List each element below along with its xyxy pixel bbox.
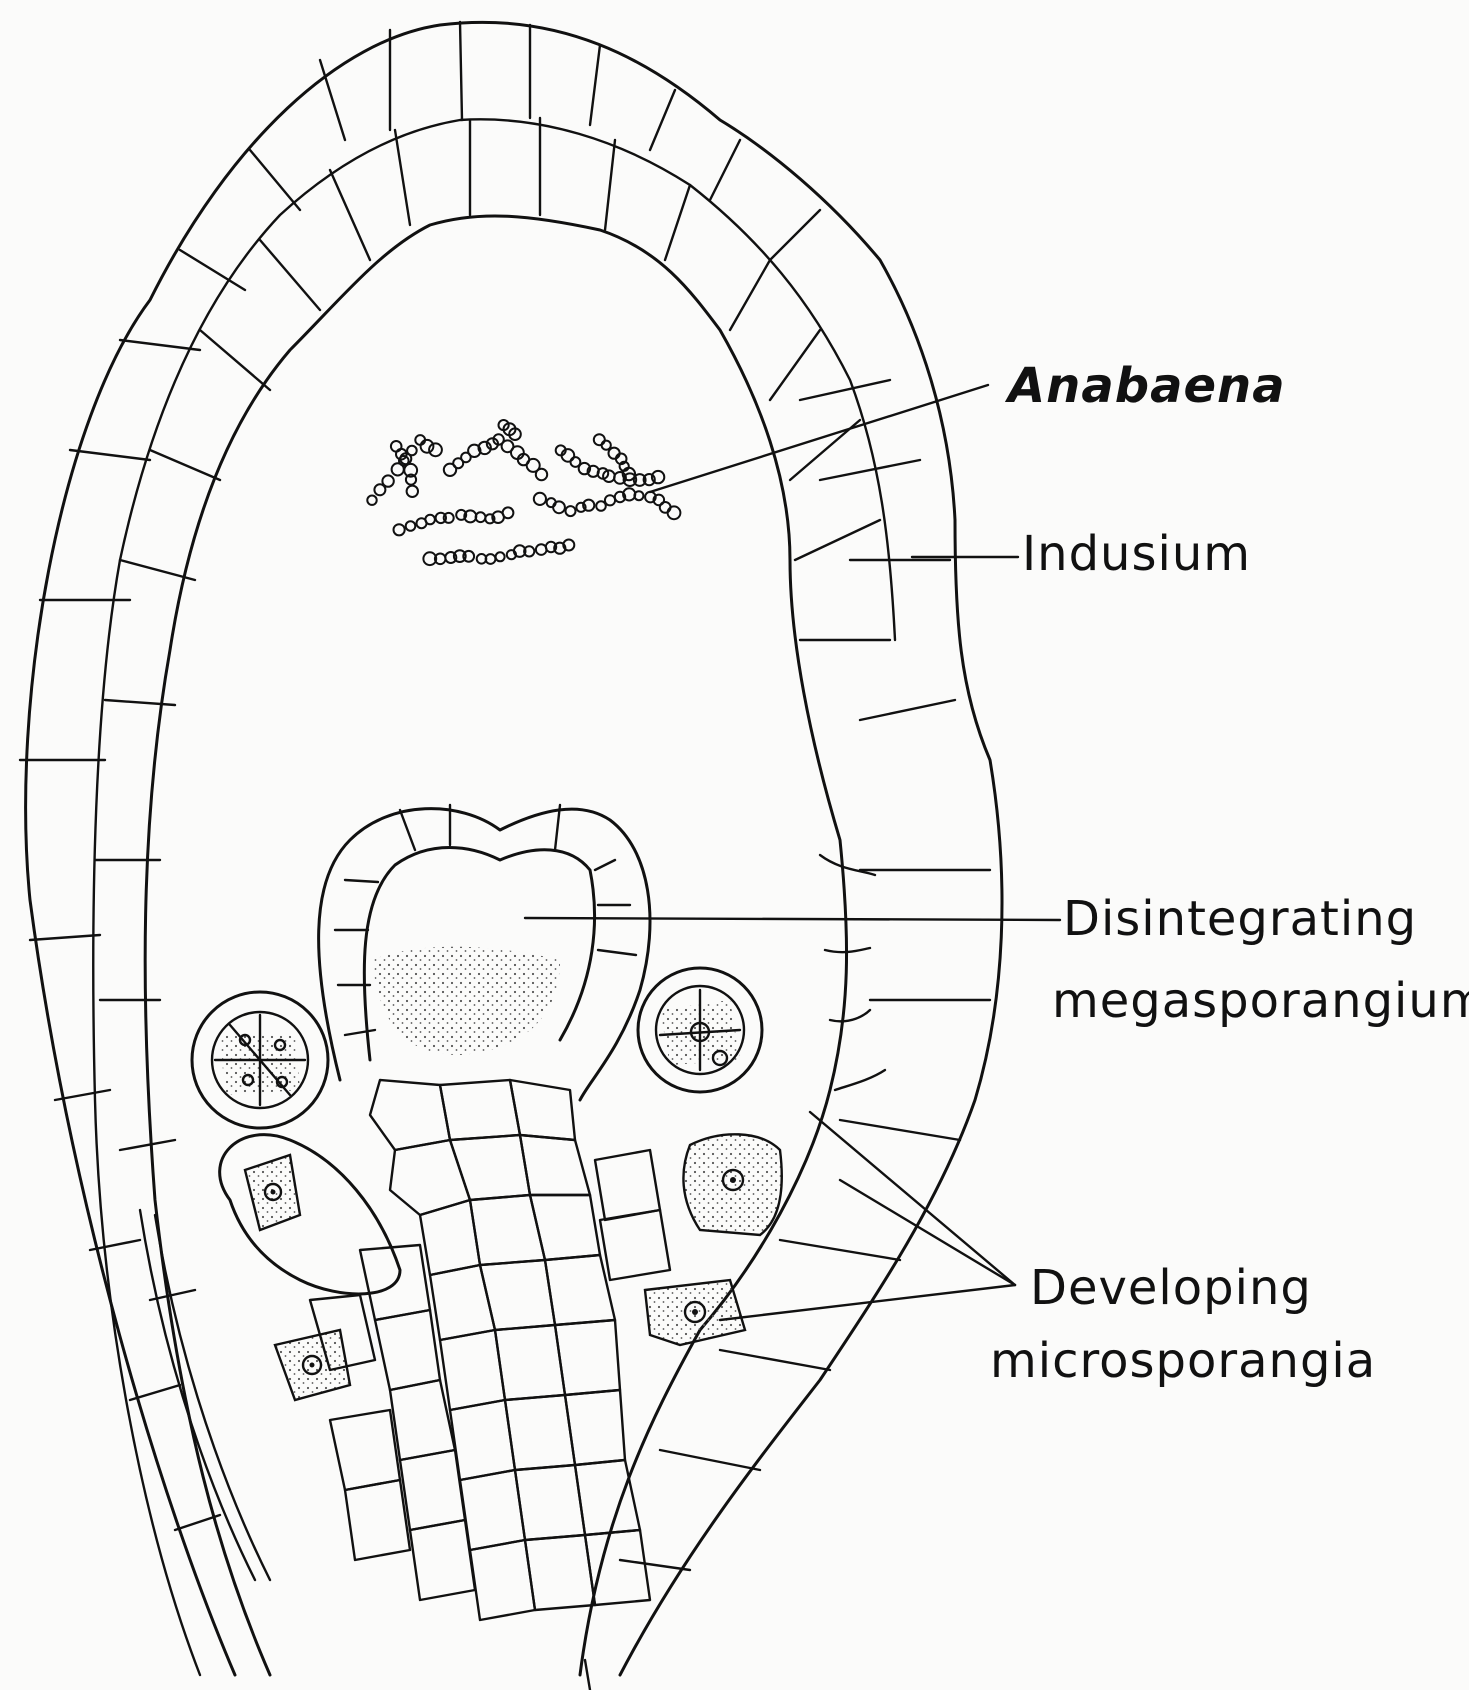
anabaena-cell (421, 440, 434, 453)
anabaena-filaments (367, 420, 680, 565)
microsporangium-right-upper (638, 968, 762, 1092)
parenchyma-cell (440, 1080, 520, 1140)
leader-megasporangium (525, 918, 1060, 920)
parenchyma-cell (515, 1465, 585, 1540)
parenchyma-cell (555, 1320, 620, 1395)
parenchyma-cell (595, 1150, 660, 1220)
microsporangium-left-upper (192, 992, 328, 1128)
parenchyma-cell (460, 1470, 525, 1550)
label-microsporangia-line2: microsporangia (990, 1335, 1376, 1388)
parenchyma-cell (470, 1195, 545, 1265)
parenchyma-cell (510, 1080, 575, 1140)
microsporangium-left-middle (220, 1135, 400, 1294)
megaspore-stippled-content (372, 947, 560, 1055)
parenchyma-cell (400, 1450, 465, 1530)
anabaena-cell (596, 501, 606, 511)
microsporangium-right-middle (683, 1134, 781, 1235)
stalk (140, 1210, 590, 1690)
parenchyma-cell (525, 1535, 595, 1610)
label-indusium: Indusium (1022, 528, 1251, 581)
label-megasporangium-line2: megasporangium (1052, 975, 1469, 1028)
anabaena-cell (566, 506, 576, 516)
parenchyma-cell (600, 1210, 670, 1280)
parenchyma-cell (410, 1520, 475, 1600)
label-microsporangia-line1: Developing (1030, 1262, 1312, 1315)
inner-hairs (820, 855, 885, 1090)
leader-microsporangia-b (840, 1180, 1015, 1285)
parenchyma-cell (450, 1400, 515, 1480)
parenchyma-cell (330, 1410, 400, 1490)
parenchyma-cell (375, 1310, 440, 1390)
label-megasporangium-line1: Disintegrating (1063, 893, 1417, 946)
anabaena-cell (668, 506, 681, 519)
parenchyma-cell (370, 1080, 450, 1150)
anabaena-cell (503, 507, 514, 518)
leader-microsporangia-a (810, 1112, 1015, 1285)
anabaena-cell (407, 446, 417, 456)
leader-anabaena (650, 385, 988, 492)
leader-microsporangia-c (720, 1285, 1015, 1320)
parenchyma-cell (345, 1480, 410, 1560)
anabaena-cell (367, 496, 376, 505)
anabaena-cell (394, 524, 405, 535)
parenchyma-cell (430, 1265, 495, 1340)
label-anabaena: Anabaena (1008, 360, 1286, 413)
parenchyma-cell (495, 1325, 565, 1400)
parenchyma-cell (390, 1380, 455, 1460)
parenchyma-cell (545, 1255, 615, 1325)
parenchyma-cell (470, 1540, 535, 1620)
parenchyma-cell (440, 1330, 505, 1410)
anabaena-cell (382, 475, 393, 486)
anabaena-cell (536, 469, 547, 480)
microsporangium-right-lower (645, 1280, 745, 1345)
anabaena-cell (425, 515, 435, 525)
anabaena-cell (429, 443, 442, 456)
parenchyma-cell (530, 1195, 600, 1260)
parenchyma-cell (450, 1135, 530, 1200)
anabaena-cell (553, 501, 565, 513)
anabaena-cell (594, 434, 605, 445)
microsporangium-left-lower (275, 1330, 350, 1400)
anabaena-cell (406, 521, 416, 531)
indusium-cell-ring (93, 119, 895, 1675)
anabaena-cell (602, 441, 611, 450)
indusium-outer-wall (26, 22, 1002, 1675)
parenchyma-cell (520, 1135, 590, 1195)
anabaena-cell (605, 495, 615, 505)
anabaena-cell (496, 552, 505, 561)
columella-tissue (310, 1080, 670, 1620)
parenchyma-cell (565, 1390, 625, 1465)
anabaena-cell (407, 486, 418, 497)
anabaena-cell (609, 448, 620, 459)
anabaena-cell (534, 493, 546, 505)
parenchyma-cell (505, 1395, 575, 1470)
parenchyma-cell (480, 1260, 555, 1330)
megasporangium (319, 805, 650, 1100)
